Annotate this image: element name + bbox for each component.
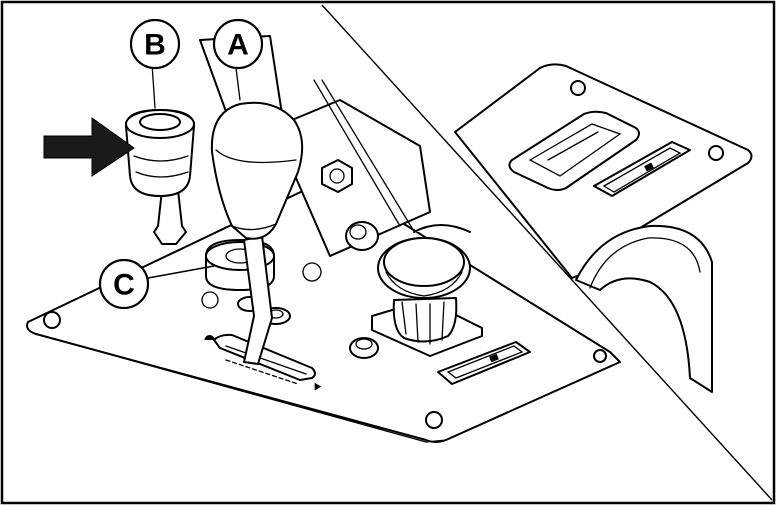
part-b-choke-knob xyxy=(126,64,194,244)
screw-head xyxy=(426,412,442,428)
screw-head xyxy=(44,312,60,328)
callout-b: B xyxy=(131,20,179,68)
screw-head xyxy=(709,146,723,160)
hex-nut xyxy=(322,160,352,192)
ignition-switch xyxy=(350,338,378,358)
arrow-right-icon xyxy=(44,118,134,176)
callout-c-label: C xyxy=(113,269,135,302)
callout-b-label: B xyxy=(144,29,166,62)
callout-a: A xyxy=(214,20,262,68)
callout-c: C xyxy=(100,260,148,308)
hare-icon: ⯈ xyxy=(312,380,323,396)
screw-head xyxy=(594,350,606,362)
callout-a-label: A xyxy=(227,29,249,62)
tortoise-icon: ⯊ xyxy=(204,333,215,349)
screw-head xyxy=(571,81,585,95)
